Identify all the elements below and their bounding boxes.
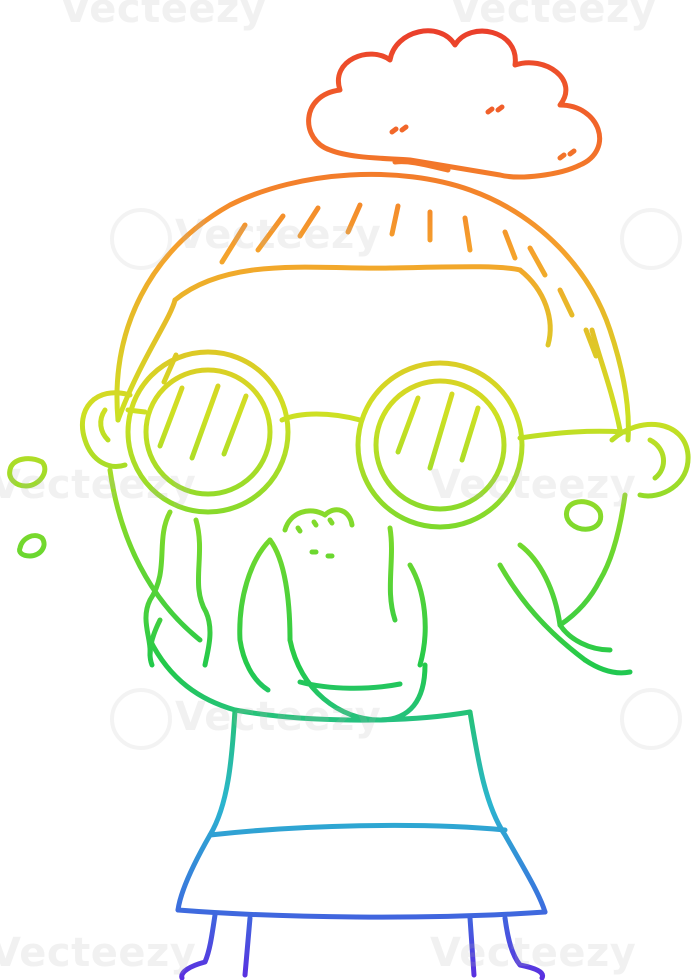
nose	[282, 507, 355, 533]
left-lens	[125, 349, 291, 515]
dress	[175, 707, 238, 913]
right-leg	[467, 915, 477, 978]
right-lens	[355, 360, 525, 530]
right-hand	[407, 562, 428, 668]
left-leg	[179, 912, 218, 980]
tear-drop-right	[563, 499, 604, 532]
hair-bun	[306, 28, 603, 180]
chin	[287, 637, 428, 723]
right-ear	[609, 422, 691, 499]
right-arm	[497, 562, 588, 663]
tear-drop-left	[7, 456, 48, 489]
head-outline	[114, 171, 631, 443]
left-ear	[79, 390, 133, 469]
left-hand	[237, 537, 273, 693]
left-arm	[147, 637, 238, 713]
